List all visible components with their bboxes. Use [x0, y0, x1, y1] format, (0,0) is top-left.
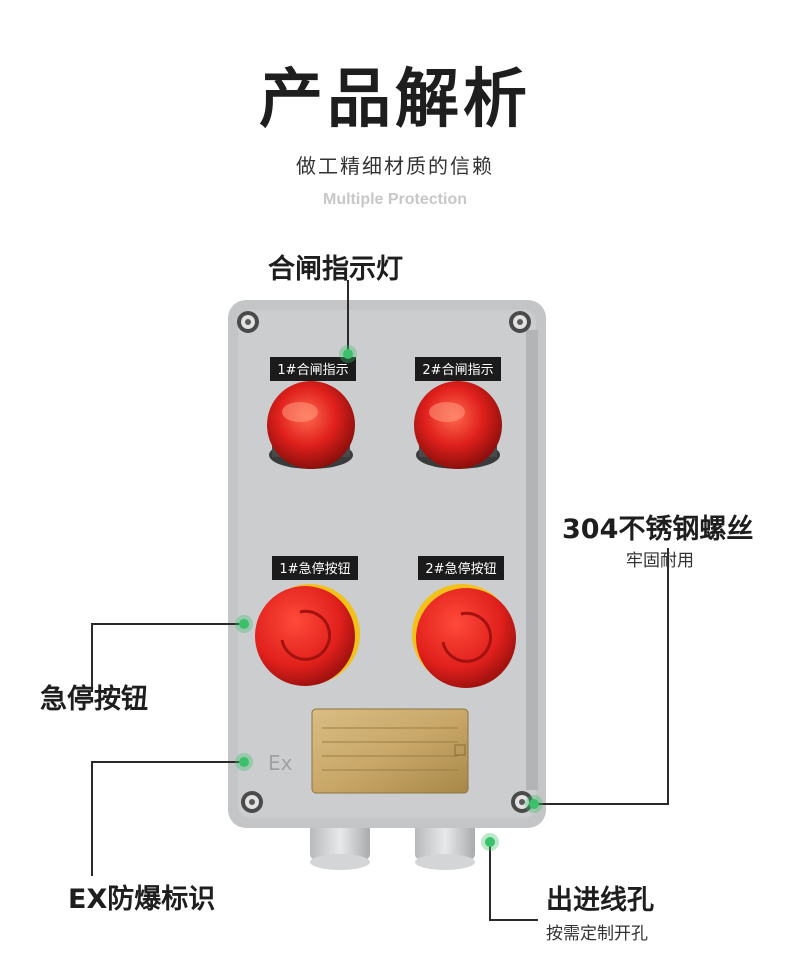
callout-indicator-lamp: 合闸指示灯 [268, 254, 403, 285]
callout-stainless-screw: 304不锈钢螺丝 [562, 514, 754, 545]
ex-mark-emboss: Ex [268, 751, 293, 775]
callout-cable-entry-sub: 按需定制开孔 [546, 924, 648, 944]
callout-stainless-screw-sub: 牢固耐用 [626, 551, 694, 571]
indicator-2-label: 2#合闸指示 [422, 363, 493, 378]
callout-ex-mark: EX防爆标识 [68, 884, 216, 915]
estop-2-label: 2#急停按钮 [425, 561, 496, 577]
leader-lines [91, 280, 669, 921]
estop-2-label-plate [418, 556, 504, 580]
estop-button-1 [255, 584, 360, 686]
estop-button-2 [412, 584, 516, 688]
screw-bottom-right [511, 791, 533, 813]
page-subtitle-en: Multiple Protection [323, 191, 467, 208]
marker-dots [235, 345, 543, 851]
indicator-1-label-plate [270, 357, 356, 381]
screw-top-left [237, 311, 259, 333]
screw-top-right [509, 311, 531, 333]
indicator-lamp-1 [267, 381, 355, 469]
callout-emergency-stop: 急停按钮 [40, 684, 148, 715]
page-subtitle: 做工精细材质的信赖 [296, 154, 494, 178]
estop-1-label: 1#急停按钮 [279, 561, 350, 577]
estop-1-label-plate [272, 556, 358, 580]
nameplate [311, 708, 469, 794]
page-title: 产品解析 [259, 63, 531, 137]
screw-bottom-left [241, 791, 263, 813]
indicator-lamp-2 [414, 381, 502, 469]
callout-cable-entry: 出进线孔 [546, 885, 654, 916]
indicator-1-label: 1#合闸指示 [277, 363, 348, 378]
indicator-2-label-plate [415, 357, 501, 381]
